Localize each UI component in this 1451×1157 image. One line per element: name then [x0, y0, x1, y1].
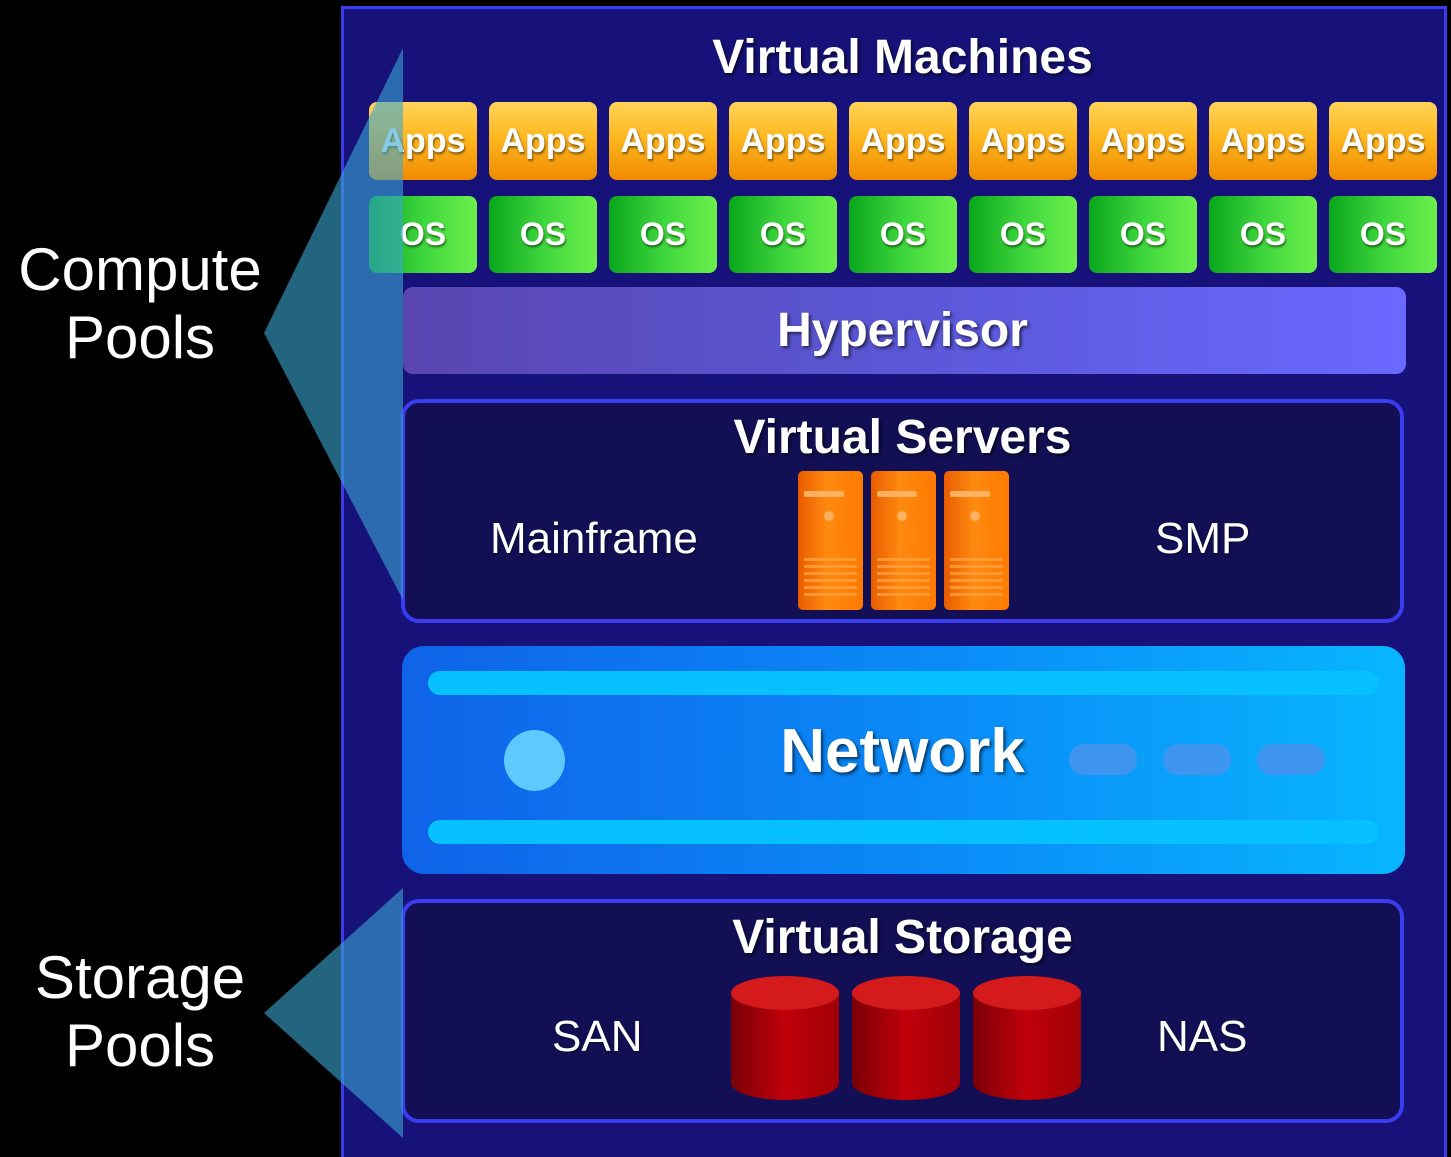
smp-label: SMP: [1155, 514, 1251, 563]
mainframe-label: Mainframe: [490, 514, 698, 563]
apps-box: Apps: [969, 102, 1077, 180]
os-box: OS: [1089, 196, 1197, 273]
virtual-servers-title: Virtual Servers: [733, 411, 1072, 464]
network-top-strip: [428, 671, 1379, 695]
os-box: OS: [609, 196, 717, 273]
apps-box: Apps: [609, 102, 717, 180]
storage-disk-icon-3: [973, 976, 1081, 1100]
compute-pools-line-1: Compute: [18, 236, 262, 303]
virtual-machines-title: Virtual Machines: [712, 31, 1093, 84]
san-label: SAN: [552, 1012, 643, 1061]
storage-disk-icon-2: [852, 976, 960, 1100]
storage-disk-icon-1: [731, 976, 839, 1100]
storage-pools-label: Storage Pools: [0, 944, 280, 1080]
network-port-icon-1: [1069, 744, 1137, 775]
network-status-light-icon: [504, 730, 565, 791]
hypervisor-layer: [403, 287, 1406, 374]
virtual-storage-title: Virtual Storage: [732, 911, 1073, 964]
apps-box: Apps: [1329, 102, 1437, 180]
server-icon-3: [944, 471, 1009, 610]
apps-box: Apps: [489, 102, 597, 180]
server-icon-2: [871, 471, 936, 610]
os-box: OS: [1329, 196, 1437, 273]
hypervisor-label: Hypervisor: [777, 304, 1028, 357]
os-box: OS: [489, 196, 597, 273]
os-box: OS: [1209, 196, 1317, 273]
compute-pools-line-2: Pools: [64, 304, 216, 371]
apps-box: Apps: [369, 102, 477, 180]
network-label: Network: [780, 717, 1025, 786]
compute-pools-label: Compute Pools: [0, 236, 280, 372]
storage-pools-line-1: Storage: [34, 944, 246, 1011]
os-box: OS: [369, 196, 477, 273]
os-box: OS: [849, 196, 957, 273]
apps-box: Apps: [729, 102, 837, 180]
storage-pools-line-2: Pools: [64, 1012, 216, 1079]
apps-box: Apps: [1209, 102, 1317, 180]
network-port-icon-3: [1257, 744, 1325, 775]
apps-box: Apps: [1089, 102, 1197, 180]
network-port-icon-2: [1163, 744, 1231, 775]
apps-box: Apps: [849, 102, 957, 180]
server-icon-1: [798, 471, 863, 610]
nas-label: NAS: [1157, 1012, 1248, 1061]
os-box: OS: [729, 196, 837, 273]
network-bottom-strip: [428, 820, 1379, 844]
os-box: OS: [969, 196, 1077, 273]
